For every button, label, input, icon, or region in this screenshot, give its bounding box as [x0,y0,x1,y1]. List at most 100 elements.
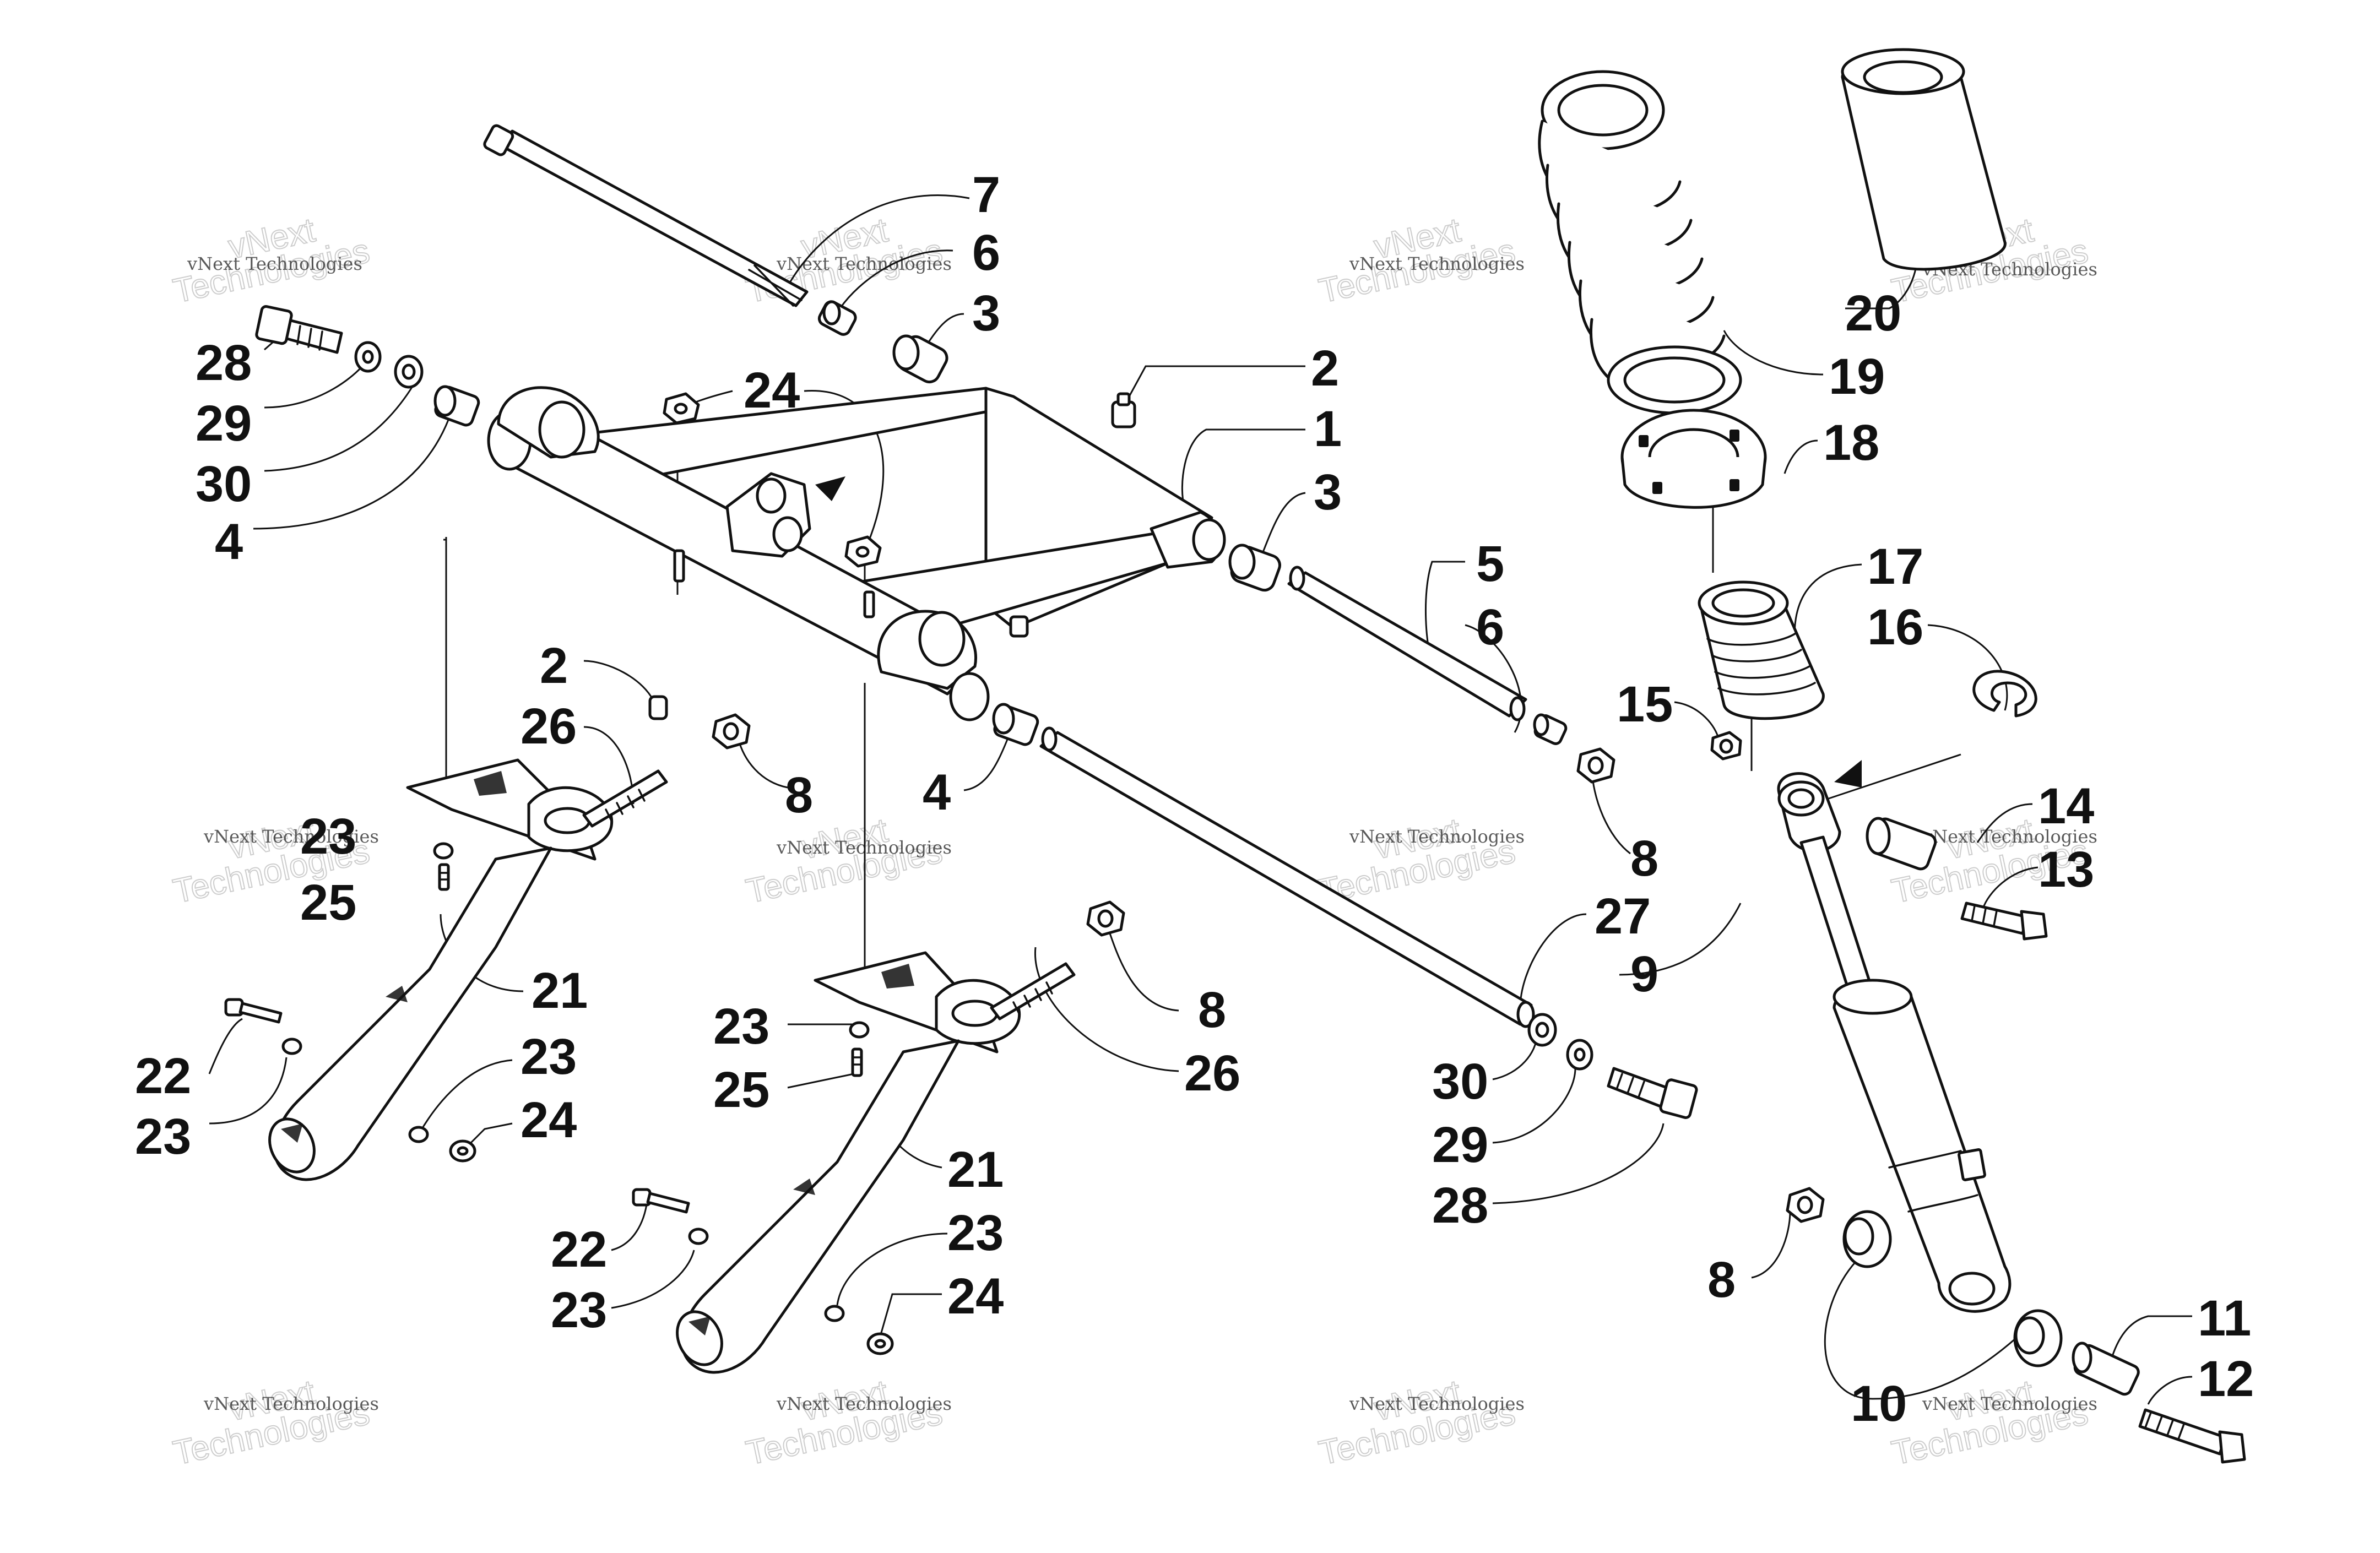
leader-25b [787,1073,854,1089]
leader-23e [836,1232,948,1306]
callout-3: 3 [1314,464,1342,520]
tube-5 [1287,566,1527,721]
callout-5: 5 [1476,536,1504,592]
nut-15 [1710,731,1742,761]
nut-24d [866,1332,894,1355]
assembly-line [443,537,447,804]
callout-25: 25 [300,875,356,931]
callout-26: 26 [1184,1045,1240,1101]
callout-16: 16 [1867,599,1923,655]
watermark-text: vNext Technologies [1349,826,1525,847]
fitting-2a [1111,392,1136,428]
callout-9: 9 [1630,946,1658,1002]
washer-23a [433,842,454,860]
leader-16 [1927,624,2008,711]
callout-18: 18 [1823,415,1879,471]
callout-17: 17 [1867,539,1923,595]
callout-8: 8 [1198,982,1226,1038]
bolt-13 [1960,902,2048,941]
watermark: Technologies vNext vNext Technologies [1315,811,1525,911]
callout-22: 22 [551,1221,607,1278]
watermark: Technologies vNext vNext Technologies [742,1372,952,1473]
bushing-10b [2013,1309,2063,1367]
leader-8b [737,737,788,789]
callout-15: 15 [1617,676,1673,732]
washer-23f [688,1228,709,1245]
callout-8: 8 [1630,830,1658,887]
callout-23: 23 [551,1282,607,1338]
leader-6a [839,249,953,309]
nut-8b [712,713,751,750]
callout-23: 23 [135,1109,191,1165]
washer-23c [281,1038,302,1055]
callout-8: 8 [1707,1252,1736,1308]
leader-17 [1793,563,1862,650]
bushing-3b [1228,544,1281,592]
bolt-28b [1607,1067,1698,1119]
sleeve-11 [2072,1342,2140,1396]
washer-16 [1972,670,2037,718]
leader-23b [418,1059,513,1135]
callout-13: 13 [2038,841,2094,898]
bushing-14 [1866,817,1937,871]
bushing-6b [1533,713,1568,745]
washer-23d [849,1021,870,1039]
nut-8a [1576,747,1615,784]
boot-17 [1698,580,1825,720]
leader-27 [1519,913,1587,1008]
callout-23: 23 [521,1029,577,1085]
leader-9 [1619,903,1742,976]
leader-2b [583,660,657,705]
spring-seat-18 [1620,409,1767,509]
leader-lines [208,194,2193,1405]
bushing-4a [433,385,480,427]
watermark: Technologies vNext vNext Technologies [170,210,373,311]
leader-1 [1181,428,1305,507]
leader-30b [1492,1035,1538,1080]
watermark-text: vNext Technologies [1349,1393,1525,1414]
callout-23: 23 [947,1205,1004,1261]
callout-14: 14 [2038,778,2094,834]
leader-26b [1034,947,1179,1072]
leader-4a [253,418,450,530]
callout-21: 21 [532,963,588,1019]
callout-27: 27 [1595,888,1651,944]
callout-4: 4 [215,514,243,570]
tube-27 [1039,726,1535,1028]
screw-25b [851,1047,863,1077]
watermark: Technologies vNext vNext Technologies [1315,210,1525,311]
leader-4b [963,737,1009,791]
leader-11 [2108,1315,2192,1366]
washer-29b [1566,1039,1593,1071]
watermark: Technologies vNext vNext Technologies [742,210,952,311]
callout-28: 28 [1432,1177,1488,1234]
stud-26a [582,769,668,828]
callout-28: 28 [196,335,252,391]
leader-30a [264,385,414,472]
bumper-20 [1841,48,2007,271]
bolt-12 [2138,1408,2246,1464]
washer-29a [354,341,382,373]
callout-21: 21 [947,1142,1004,1198]
callout-8: 8 [785,767,813,823]
bolt-22a [224,998,283,1024]
watermark-text: vNext Technologies [776,253,952,274]
nut-24b [844,535,882,568]
watermark-text: vNext Technologies [1922,826,2097,847]
nut-8c [1086,900,1125,937]
swing-arm-1 [487,386,1226,721]
watermark: Technologies vNext vNext Technologies [170,1372,379,1473]
callout-3: 3 [972,285,1000,341]
watermark: Technologies vNext vNext Technologies [1888,1372,2097,1473]
leader-29a [264,357,370,409]
callout-19: 19 [1829,349,1885,405]
watermark: Technologies vNext vNext Technologies [742,811,952,911]
leader-29b [1492,1068,1576,1144]
callout-23: 23 [300,808,356,865]
callout-4: 4 [923,764,951,821]
callout-24: 24 [744,362,800,419]
callout-6: 6 [972,225,1000,281]
watermark-text: vNext Technologies [203,1393,379,1414]
bolt-22b [632,1188,690,1214]
callout-11: 11 [2198,1290,2251,1346]
